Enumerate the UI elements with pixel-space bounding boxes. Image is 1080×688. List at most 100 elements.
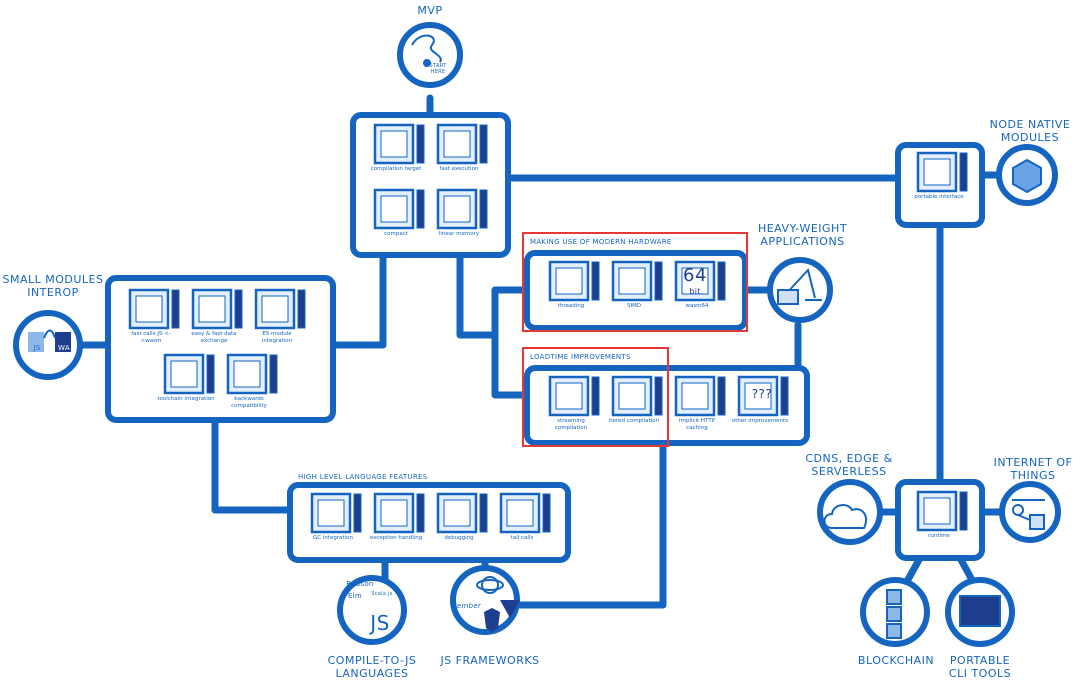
tile-icon-easy-fast-data-exchange — [198, 295, 226, 323]
link-arc-icon — [43, 329, 56, 339]
iot-title: INTERNET OF THINGS — [993, 456, 1073, 482]
tile-icon-wasm64 — [681, 267, 709, 295]
tile-icon-compilation-target — [380, 130, 408, 158]
tile-label-runtime: runtime — [928, 533, 950, 539]
connector-hardware — [491, 286, 531, 339]
mvp-title: MVP — [417, 4, 443, 17]
tile-label-tiered-compilation: tiered compilation — [608, 418, 660, 424]
tile-label-simd: SIMD — [626, 303, 642, 309]
scala-label: Scala.js — [371, 591, 393, 597]
tile-label-fast-calls-js-wasm: fast calls JS <->wasm — [131, 331, 171, 344]
tile-label-gc-integration: GC integration — [312, 535, 354, 541]
circle-icons — [28, 34, 1045, 639]
tile-label-easy-fast-data-exchange: easy & fast data exchange — [191, 331, 237, 344]
scale-pan-icon — [777, 289, 799, 305]
progress-bar-fast-calls-js-wasm — [171, 289, 180, 329]
connector-mvp-small — [329, 251, 387, 349]
progress-bar-tail-calls — [542, 493, 551, 533]
tile-icon-compact — [380, 195, 408, 223]
chain-block-2-icon — [886, 606, 902, 622]
progress-bar-compact — [416, 189, 425, 229]
tiles-layer — [128, 123, 968, 534]
tile-icon-streaming-compilation — [555, 382, 583, 410]
tile-label-es-module-integration: ES module integration — [261, 331, 293, 344]
js-square-icon — [28, 332, 44, 352]
tile-icon-backwards-compatibility — [233, 360, 261, 388]
progress-bar-backwards-compatibility — [269, 354, 278, 394]
progress-bar-other-improvements — [780, 376, 789, 416]
cdn-title: CDNs, EDGE & SERVERLESS — [805, 452, 893, 478]
tile-label-other-improvements: other improvements — [731, 418, 789, 424]
iot-circle — [999, 481, 1061, 543]
vue-icon — [500, 600, 520, 618]
progress-bar-portable-interface — [959, 152, 968, 192]
tile-icon-fast-execution — [443, 130, 471, 158]
tile-label-streaming-compilation: streaming compilation — [554, 418, 588, 431]
progress-bar-compilation-target — [416, 124, 425, 164]
tile-icon-tail-calls — [506, 499, 534, 527]
small-modules-title: SMALL MODULES INTEROP — [2, 273, 104, 299]
device-icon — [1029, 514, 1045, 530]
chain-block-1-icon — [886, 589, 902, 605]
loadtime-highlight — [522, 347, 669, 447]
tile-icon-es-module-integration — [261, 295, 289, 323]
tile-icon-runtime — [923, 497, 951, 525]
progress-bar-exception-handling — [416, 493, 425, 533]
tile-label-debugging: debugging — [444, 535, 474, 541]
ember-label: ember — [456, 602, 482, 610]
hardware-highlight — [522, 232, 748, 332]
progress-bar-es-module-integration — [297, 289, 306, 329]
tile-label-compact: compact — [384, 231, 408, 237]
wasm64-glyph: 64 — [683, 265, 707, 286]
tile-icon-tiered-compilation — [618, 382, 646, 410]
tile-icon-threading — [555, 267, 583, 295]
progress-bar-wasm64 — [717, 261, 726, 301]
other-improvements-glyph: ??? — [751, 387, 773, 401]
tile-label-toolchain-integration: toolchain integration — [157, 396, 215, 402]
tile-icon-fast-calls-js-wasm — [135, 295, 163, 323]
angular-icon — [484, 608, 500, 632]
connector-small-highlevel — [211, 416, 294, 514]
js-label: JS — [33, 344, 41, 352]
progress-bar-streaming-compilation — [591, 376, 600, 416]
tile-icon-toolchain-integration — [170, 360, 198, 388]
react-orbit-icon — [476, 579, 504, 591]
loadtime-title: LOADTIME IMPROVEMENTS — [530, 353, 631, 361]
blockchain-title: BLOCKCHAIN — [857, 654, 935, 667]
heavy-weight-title: HEAVY-WEIGHT APPLICATIONS — [757, 222, 848, 248]
tile-label-wasm64: wasm64 — [685, 303, 709, 309]
progress-bar-easy-fast-data-exchange — [234, 289, 243, 329]
tile-icon-gc-integration — [317, 499, 345, 527]
progress-bar-linear-memory — [479, 189, 488, 229]
tile-icon-debugging — [443, 499, 471, 527]
progress-bar-gc-integration — [353, 493, 362, 533]
terminal-icon — [959, 595, 1001, 627]
progress-bar-threading — [591, 261, 600, 301]
cli-title: PORTABLE CLI TOOLS — [948, 654, 1012, 680]
compile-js-circle — [337, 575, 407, 645]
highlevel-title: HIGH LEVEL LANGUAGE FEATURES — [298, 473, 428, 481]
tile-label-portable-interface: portable interface — [914, 194, 964, 200]
tile-icon-exception-handling — [380, 499, 408, 527]
tile-icon-linear-memory — [443, 195, 471, 223]
wasm64-bit-glyph: bit — [689, 287, 701, 296]
tile-label-exception-handling: exception handling — [369, 535, 423, 541]
connector-loadtime-frameworks — [516, 426, 667, 609]
small-modules-circle — [13, 310, 83, 380]
progress-bar-implicit-http-caching — [717, 376, 726, 416]
tile-label-backwards-compatibility: backwards compatibility — [231, 396, 267, 409]
progress-bar-toolchain-integration — [206, 354, 215, 394]
compile-js-title: COMPILE-TO-JS LANGUAGES — [327, 654, 417, 680]
progress-bar-fast-execution — [479, 124, 488, 164]
progress-bar-debugging — [479, 493, 488, 533]
progress-bar-simd — [654, 261, 663, 301]
progress-bar-runtime — [959, 491, 968, 531]
cloud-icon — [823, 504, 868, 529]
react-icon — [481, 576, 499, 594]
tile-label-fast-execution: fast execution — [439, 166, 479, 172]
node-native-title: NODE NATIVE MODULES — [989, 118, 1071, 144]
tile-icon-implicit-http-caching — [681, 382, 709, 410]
reason-label: Reason — [346, 580, 374, 588]
connector-cli — [956, 554, 976, 584]
